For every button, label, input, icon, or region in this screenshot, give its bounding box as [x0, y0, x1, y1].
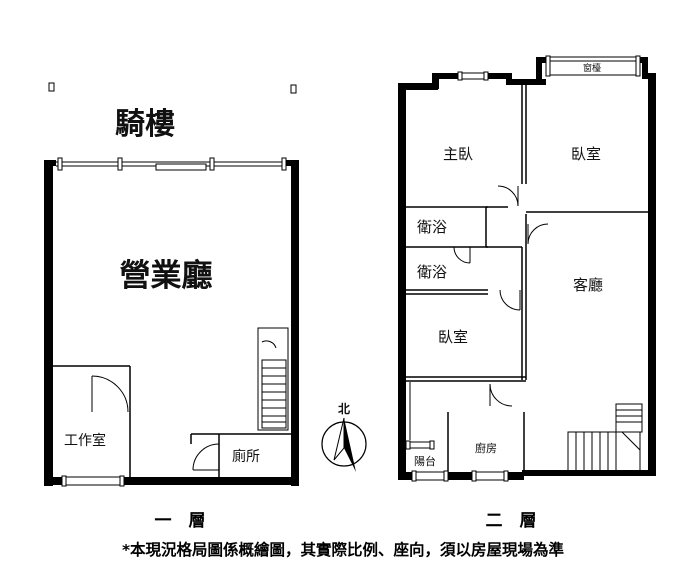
doors — [453, 185, 549, 407]
compass-icon: 北 — [321, 401, 367, 472]
wall — [44, 160, 56, 166]
floor-1-label: 一 層 — [155, 511, 206, 531]
wall — [286, 160, 299, 166]
workroom-label: 工作室 — [64, 432, 106, 449]
wall — [291, 160, 299, 486]
wall — [398, 83, 406, 480]
window-sill-label: 窗檯 — [583, 62, 601, 74]
sales-hall-label: 營業廳 — [120, 258, 213, 294]
corner-marker — [48, 82, 55, 92]
door-arc — [192, 443, 220, 471]
balcony-door — [405, 382, 435, 450]
bedroom-1-label: 臥室 — [571, 145, 601, 163]
rear-window — [411, 470, 509, 482]
wall — [642, 57, 648, 79]
wall — [536, 57, 546, 63]
floor-2-plan: 窗檯 — [398, 55, 656, 482]
wall — [398, 472, 412, 480]
arcade-label: 騎樓 — [115, 107, 175, 142]
master-bedroom-label: 主臥 — [443, 145, 473, 163]
floor-2-label: 二 層 — [486, 511, 537, 531]
wall — [44, 160, 53, 486]
bathroom-1-label: 衛浴 — [417, 218, 447, 236]
top-window — [457, 71, 489, 81]
compass-north-label: 北 — [338, 401, 350, 416]
wall — [398, 83, 438, 90]
wall — [432, 73, 439, 89]
wall — [44, 477, 299, 485]
balcony-label: 陽台 — [414, 454, 436, 468]
rear-window — [61, 475, 125, 487]
door-arc — [91, 375, 129, 413]
wall — [536, 57, 542, 79]
disclaimer-note: *本現況格局圖係概繪圖，其實際比例、座向，須以房屋現場為準 — [122, 540, 565, 559]
wall — [488, 73, 512, 79]
wall — [508, 472, 524, 480]
staircase — [257, 327, 289, 431]
floor-1-plan — [44, 82, 299, 487]
window-sill — [545, 55, 641, 77]
staircase — [567, 403, 643, 473]
wall — [448, 472, 472, 480]
toilet-label: 廁所 — [232, 448, 260, 465]
wall — [432, 73, 458, 79]
wall — [648, 73, 656, 475]
storefront-windows — [56, 157, 287, 171]
bedroom-2-label: 臥室 — [438, 328, 468, 346]
corner-marker — [290, 84, 297, 94]
bathroom-2-label: 衛浴 — [417, 263, 447, 281]
interior-walls — [406, 79, 648, 474]
living-room-label: 客廳 — [573, 276, 603, 294]
wall — [522, 470, 656, 476]
kitchen-label: 廚房 — [475, 441, 497, 455]
